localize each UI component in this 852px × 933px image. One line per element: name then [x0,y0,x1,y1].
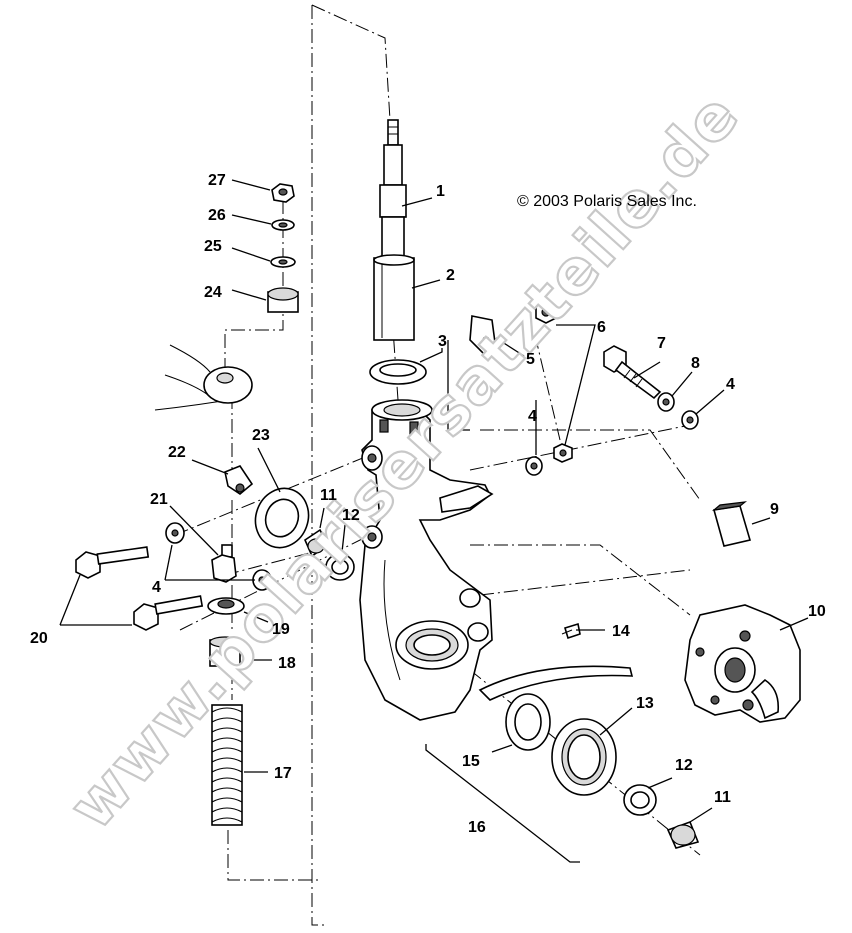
brake-hose [478,665,634,701]
spring-part-17 [211,704,243,826]
bracket-part-5 [469,315,497,358]
callout-23: 23 [252,427,270,444]
callout-1: 1 [436,183,445,200]
callout-18: 18 [278,655,296,672]
callout-12-b: 12 [675,757,693,774]
callout-22: 22 [168,444,186,461]
callout-25: 25 [204,238,222,255]
nut-part-19 [207,597,245,615]
callout-12-a: 12 [342,507,360,524]
callout-2: 2 [446,267,455,284]
callout-5: 5 [526,351,535,368]
callout-20: 20 [30,630,48,647]
bushing-part-18 [209,636,241,667]
seal-part-15 [505,693,551,751]
callout-11-b: 11 [714,789,731,806]
callout-24: 24 [204,284,222,301]
callout-3: 3 [438,333,447,350]
bolt-part-20 [75,546,204,631]
race-part-12 [325,553,657,816]
washer-part-26 [271,219,295,231]
callout-11-a: 11 [320,487,337,504]
a-arm-fragment [154,344,253,411]
callout-4-c: 4 [152,579,161,596]
fitting-part-22 [224,465,254,495]
washer-part-25 [270,256,296,268]
washer-part-8 [657,392,675,412]
callout-4-b: 4 [726,376,735,393]
steering-knuckle [359,399,494,721]
bolt-part-7 [603,345,662,400]
sleeve-part-2 [373,254,415,341]
callout-19: 19 [272,621,290,638]
nut-part-21 [211,544,237,583]
callout-14: 14 [612,623,630,640]
leader-lines [59,179,809,863]
caliper-part-10 [684,604,801,723]
callout-9: 9 [770,501,779,518]
copyright-notice: © 2003 Polaris Sales Inc. [517,193,697,210]
callout-17: 17 [274,765,292,782]
callout-27: 27 [208,172,226,189]
nut-part-6 [535,301,573,463]
callout-21: 21 [150,491,168,508]
bearing-part-11 [303,528,700,849]
washer-part-4 [165,410,699,591]
callout-6: 6 [597,319,606,336]
callout-26: 26 [208,207,226,224]
fitting-part-14 [561,622,581,640]
bearing-ring-part-13 [551,718,617,796]
callout-10: 10 [808,603,826,620]
seal-part-23 [254,487,310,549]
callout-16: 16 [468,819,486,836]
bushing-part-3 [369,359,427,385]
brake-pad-part-9 [711,501,752,547]
callout-8: 8 [691,355,700,372]
nut-part-27 [271,183,295,203]
bushing-part-24 [267,287,299,313]
callout-7: 7 [657,335,666,352]
spindle-part-1 [379,119,407,260]
callout-15: 15 [462,753,480,770]
callout-labels: 1 2 3 4 4 4 5 6 7 8 9 10 11 11 12 12 13 … [30,172,826,836]
callout-13: 13 [636,695,654,712]
callout-4-a: 4 [528,408,537,425]
